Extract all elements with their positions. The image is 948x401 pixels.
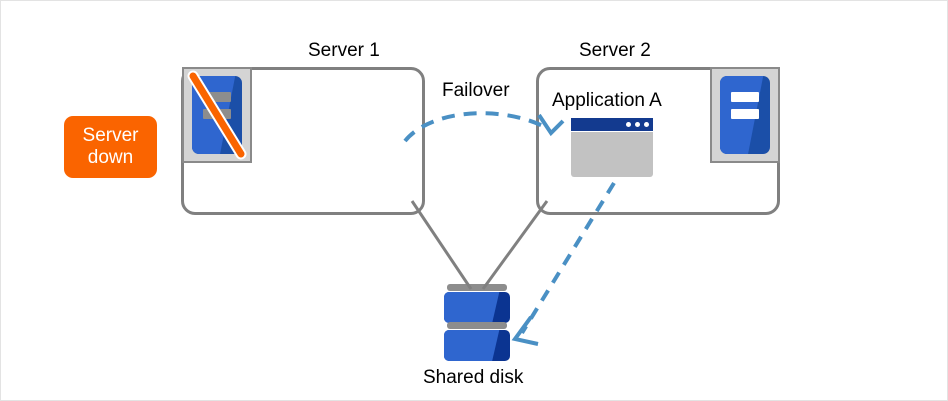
shared-disk-icon	[444, 284, 510, 364]
server-icon-body	[720, 76, 770, 154]
server1-title: Server 1	[308, 40, 380, 61]
server-running-icon	[710, 67, 780, 163]
application-window-titlebar	[571, 118, 653, 131]
window-dot-icon	[644, 122, 649, 127]
application-window-icon	[571, 118, 653, 177]
server-icon-bar	[731, 91, 759, 102]
server-icon-bar	[203, 91, 231, 102]
application-label: Application A	[552, 90, 662, 111]
window-dot-icon	[626, 122, 631, 127]
server2-to-disk-line	[481, 200, 549, 290]
server-icon-bar	[203, 108, 231, 119]
shared-disk-label: Shared disk	[423, 367, 524, 388]
application-window-body	[571, 132, 653, 177]
disk-segment	[444, 330, 510, 361]
failover-label: Failover	[442, 80, 510, 101]
disk-cap	[447, 322, 507, 329]
server1-to-disk-line	[410, 200, 473, 290]
badge-line-2: down	[87, 147, 134, 168]
failover-arrow-path	[403, 111, 546, 143]
server-icon-bar	[731, 108, 759, 119]
server-down-icon	[182, 67, 252, 163]
badge-line-1: Server	[82, 125, 139, 147]
status-badge-server-down: Server down	[64, 116, 157, 178]
disk-cap	[447, 284, 507, 291]
app-to-disk-arrowhead-icon	[511, 315, 539, 346]
disk-segment	[444, 292, 510, 323]
server-icon-body	[192, 76, 242, 154]
server2-title: Server 2	[579, 40, 651, 61]
window-dot-icon	[635, 122, 640, 127]
